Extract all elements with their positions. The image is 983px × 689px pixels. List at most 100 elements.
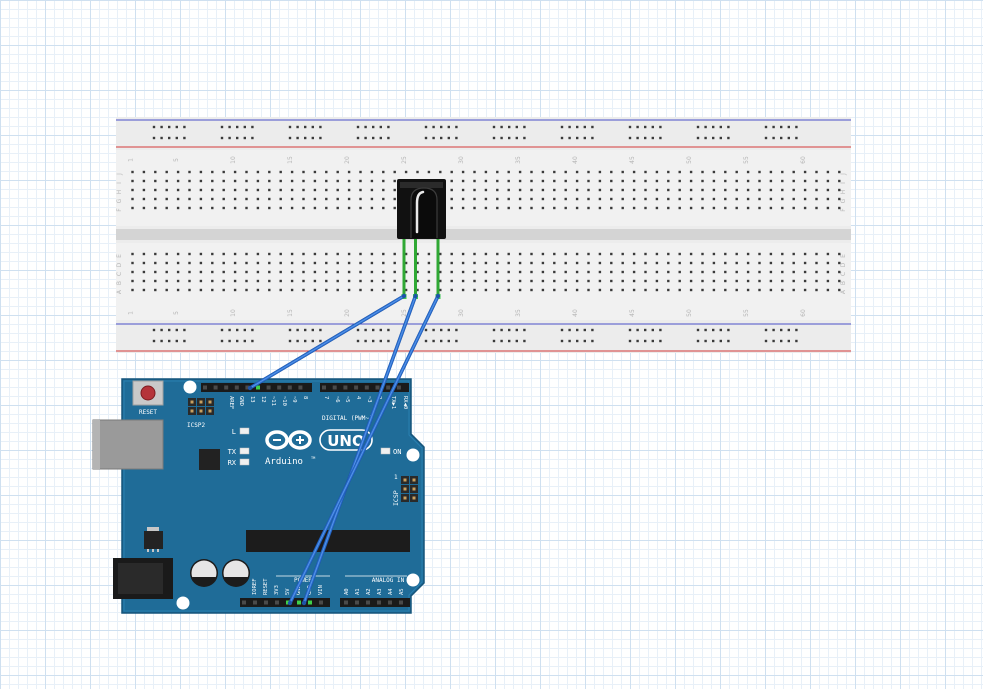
rail-hole[interactable] [719,339,722,343]
breadboard-hole[interactable] [689,252,693,256]
breadboard-hole[interactable] [131,270,134,274]
breadboard-hole[interactable] [176,188,180,192]
breadboard-hole[interactable] [507,252,510,256]
rail-hole[interactable] [659,339,662,343]
breadboard-hole[interactable] [518,197,522,201]
header-pin[interactable] [287,385,292,390]
breadboard-hole[interactable] [655,252,659,256]
breadboard-hole[interactable] [176,197,180,201]
breadboard-hole[interactable] [598,288,602,292]
breadboard-hole[interactable] [553,270,556,274]
breadboard-hole[interactable] [427,261,431,265]
breadboard-hole[interactable] [507,261,510,265]
breadboard-hole[interactable] [678,288,681,292]
rail-hole[interactable] [304,136,307,140]
breadboard-hole[interactable] [439,252,442,256]
breadboard-hole[interactable] [484,288,488,292]
breadboard-hole[interactable] [279,252,282,256]
breadboard-hole[interactable] [621,270,624,274]
rail-hole[interactable] [183,136,186,140]
breadboard-hole[interactable] [575,170,579,174]
breadboard-hole[interactable] [268,261,271,265]
breadboard-hole[interactable] [382,288,385,292]
breadboard-hole[interactable] [701,170,704,174]
rail-hole[interactable] [583,136,586,140]
breadboard-hole[interactable] [735,170,738,174]
breadboard-hole[interactable] [667,197,670,201]
rail-hole[interactable] [220,136,224,140]
breadboard-hole[interactable] [142,261,146,265]
breadboard-hole[interactable] [678,279,681,283]
rail-hole[interactable] [447,328,450,332]
breadboard-hole[interactable] [461,261,465,265]
rail-hole[interactable] [795,136,798,140]
breadboard-hole[interactable] [610,206,613,210]
breadboard-hole[interactable] [746,170,750,174]
breadboard-hole[interactable] [176,206,180,210]
breadboard-hole[interactable] [450,179,453,183]
breadboard-hole[interactable] [359,206,362,210]
breadboard-hole[interactable] [644,252,647,256]
breadboard-hole[interactable] [256,170,260,174]
breadboard-hole[interactable] [541,179,545,183]
breadboard-hole[interactable] [313,170,317,174]
header-pin[interactable] [256,385,260,390]
rail-hole[interactable] [424,328,428,332]
breadboard-hole[interactable] [781,252,784,256]
rail-hole[interactable] [372,125,375,129]
breadboard-hole[interactable] [598,170,602,174]
breadboard-hole[interactable] [826,188,830,192]
breadboard-hole[interactable] [393,179,396,183]
breadboard-hole[interactable] [655,288,659,292]
rail-hole[interactable] [288,136,292,140]
breadboard-hole[interactable] [724,288,727,292]
breadboard-hole[interactable] [644,261,647,265]
breadboard-hole[interactable] [450,270,453,274]
rail-hole[interactable] [492,339,496,343]
breadboard-hole[interactable] [427,270,431,274]
breadboard-hole[interactable] [644,188,647,192]
breadboard-hole[interactable] [587,188,590,192]
breadboard-hole[interactable] [142,270,146,274]
breadboard-hole[interactable] [233,188,237,192]
breadboard-hole[interactable] [313,188,317,192]
rail-hole[interactable] [183,125,186,129]
breadboard-hole[interactable] [530,206,533,210]
rail-hole[interactable] [183,339,186,343]
breadboard-hole[interactable] [199,188,203,192]
rail-hole[interactable] [764,339,768,343]
rail-hole[interactable] [228,328,231,332]
rail-hole[interactable] [251,125,254,129]
breadboard-hole[interactable] [678,179,681,183]
breadboard-hole[interactable] [792,197,795,201]
breadboard-hole[interactable] [233,252,237,256]
breadboard-hole[interactable] [541,252,545,256]
breadboard-hole[interactable] [644,206,647,210]
breadboard-hole[interactable] [245,170,248,174]
power-header-pin[interactable] [308,600,312,605]
breadboard-hole[interactable] [347,206,351,210]
breadboard-hole[interactable] [758,188,761,192]
breadboard-hole[interactable] [632,179,636,183]
breadboard-hole[interactable] [290,179,294,183]
breadboard-hole[interactable] [530,197,533,201]
breadboard-hole[interactable] [131,288,134,292]
breadboard-hole[interactable] [256,252,260,256]
breadboard-hole[interactable] [621,188,624,192]
breadboard-hole[interactable] [667,252,670,256]
breadboard-hole[interactable] [427,288,431,292]
rail-hole[interactable] [288,339,292,343]
breadboard-hole[interactable] [838,261,841,265]
breadboard-hole[interactable] [222,170,225,174]
breadboard-hole[interactable] [826,279,830,283]
breadboard-hole[interactable] [222,179,225,183]
breadboard-hole[interactable] [473,288,476,292]
breadboard-hole[interactable] [587,261,590,265]
rail-hole[interactable] [319,125,322,129]
rail-hole[interactable] [651,328,654,332]
breadboard-hole[interactable] [325,270,328,274]
rail-hole[interactable] [651,136,654,140]
breadboard-hole[interactable] [598,252,602,256]
breadboard-hole[interactable] [359,279,362,283]
breadboard-hole[interactable] [188,252,191,256]
